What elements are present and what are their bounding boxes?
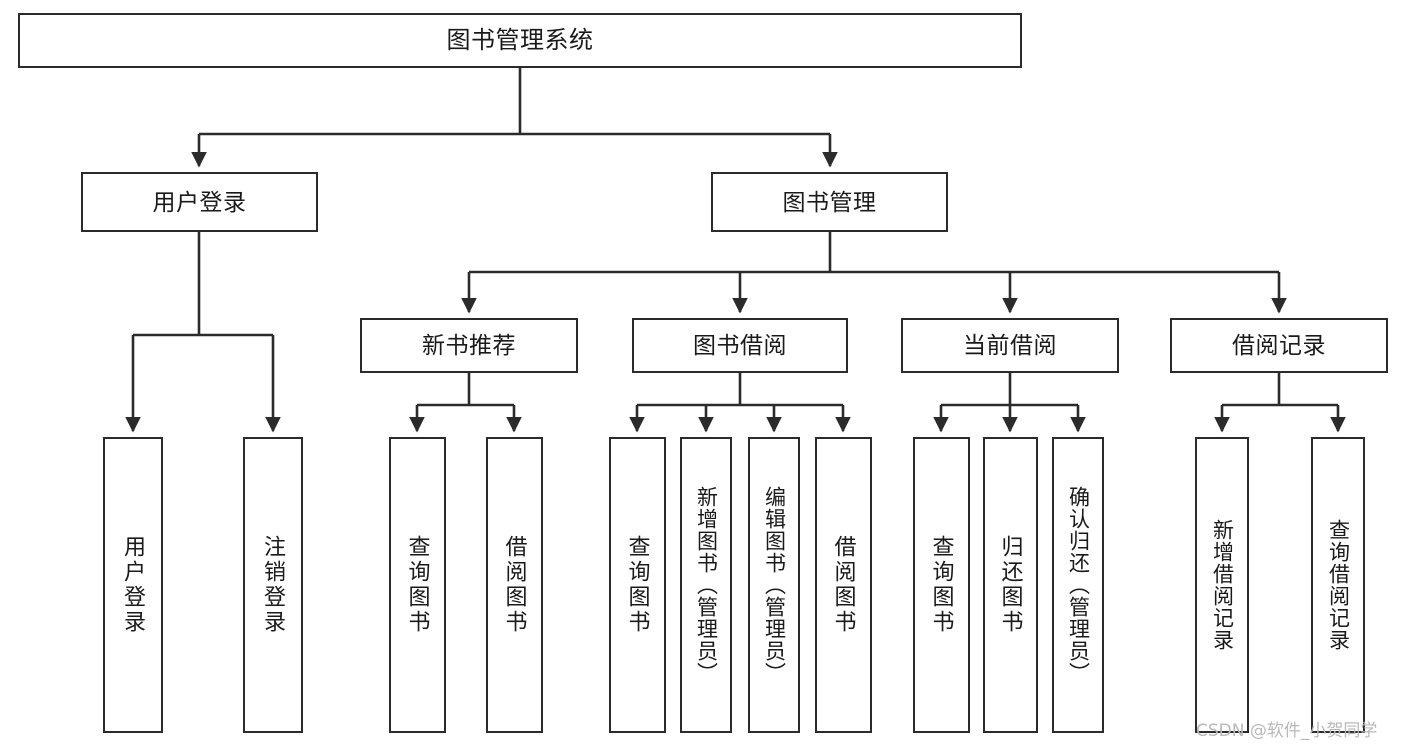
node-leaf-return-book[interactable]: 归还图书 <box>983 437 1038 733</box>
csdn-watermark: CSDN @软件_小贺同学 <box>1196 721 1378 741</box>
node-leaf-logout[interactable]: 注销登录 <box>243 437 303 733</box>
node-root-system[interactable]: 图书管理系统 <box>18 13 1022 68</box>
node-leaf-user-login[interactable]: 用户登录 <box>103 437 163 733</box>
node-book-manage[interactable]: 图书管理 <box>711 172 948 232</box>
node-label: 归还图书 <box>998 535 1024 635</box>
node-label: 新增借阅记录 <box>1210 519 1234 651</box>
node-label: 确认归还（管理员） <box>1066 486 1090 684</box>
node-leaf-confirm-return[interactable]: 确认归还（管理员） <box>1052 437 1104 733</box>
node-label: 注销登录 <box>261 535 286 635</box>
node-label: 编辑图书（管理员） <box>762 486 786 684</box>
node-label: 借阅记录 <box>1232 332 1326 359</box>
node-leaf-query-book-1[interactable]: 查询图书 <box>389 437 446 733</box>
node-new-book-recommend[interactable]: 新书推荐 <box>360 318 578 373</box>
node-leaf-query-book-3[interactable]: 查询图书 <box>913 437 970 733</box>
node-label: 图书管理 <box>782 188 877 215</box>
node-book-borrow[interactable]: 图书借阅 <box>632 318 848 373</box>
node-label: 借阅图书 <box>831 535 857 635</box>
node-label: 借阅图书 <box>502 535 528 635</box>
node-leaf-add-book[interactable]: 新增图书（管理员） <box>680 437 732 733</box>
node-leaf-borrow-book-2[interactable]: 借阅图书 <box>815 437 872 733</box>
node-leaf-query-record[interactable]: 查询借阅记录 <box>1311 437 1365 733</box>
node-label: 新增图书（管理员） <box>694 486 718 684</box>
node-leaf-borrow-book-1[interactable]: 借阅图书 <box>486 437 543 733</box>
node-borrow-record[interactable]: 借阅记录 <box>1170 318 1388 373</box>
node-current-borrow[interactable]: 当前借阅 <box>901 318 1119 373</box>
node-label: 用户登录 <box>121 535 146 635</box>
node-label: 查询图书 <box>929 535 955 635</box>
node-leaf-edit-book[interactable]: 编辑图书（管理员） <box>748 437 800 733</box>
node-leaf-query-book-2[interactable]: 查询图书 <box>609 437 666 733</box>
node-label: 新书推荐 <box>422 332 516 359</box>
node-label: 图书借阅 <box>693 332 787 359</box>
node-user-login[interactable]: 用户登录 <box>81 172 318 232</box>
node-label: 查询借阅记录 <box>1326 519 1350 651</box>
node-label: 查询图书 <box>405 535 431 635</box>
node-label: 图书管理系统 <box>446 26 594 54</box>
node-label: 当前借阅 <box>963 332 1057 359</box>
node-label: 用户登录 <box>152 188 247 215</box>
node-leaf-add-record[interactable]: 新增借阅记录 <box>1195 437 1249 733</box>
node-label: 查询图书 <box>625 535 651 635</box>
